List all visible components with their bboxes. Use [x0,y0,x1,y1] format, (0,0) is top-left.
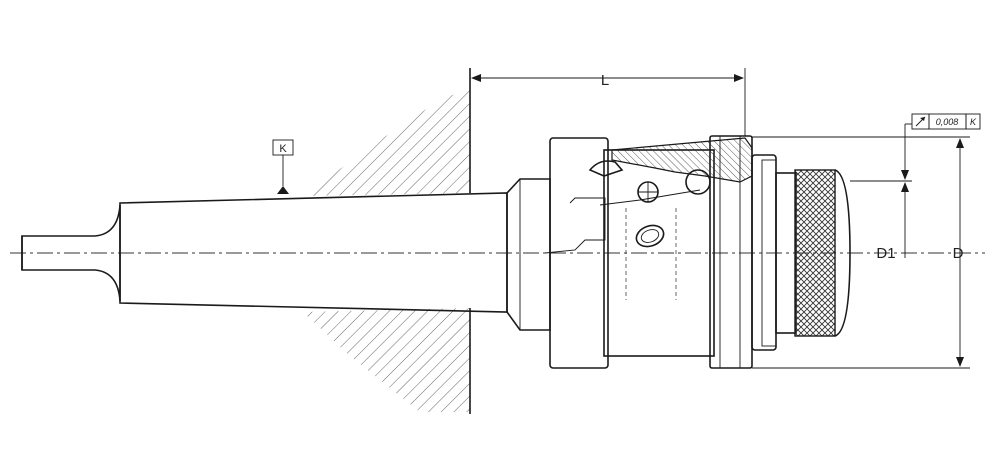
dimension-L: L [471,68,746,136]
knurled-nut [751,154,851,351]
inner-diameter-label: D1 [876,245,895,262]
length-label: L [601,72,609,89]
datum-triangle-icon [277,186,289,194]
dimension-D1: D1 [850,140,912,262]
datum-K-frame: K [272,139,294,156]
dimension-D: D [752,136,970,369]
runout-datum-label: K [970,117,977,127]
runout-tolerance-value: 0,008 [936,117,959,127]
spindle-section [303,68,471,414]
chuck-body [544,135,753,369]
slot-oval [635,224,665,248]
runout-arrow-icon [915,116,926,127]
outer-diameter-label: D [953,245,964,262]
neck-flange [506,178,551,331]
runout-control-frame: 0,008 K [904,113,981,140]
datum-label: K [279,143,287,155]
ball-bearing-2 [685,169,711,195]
